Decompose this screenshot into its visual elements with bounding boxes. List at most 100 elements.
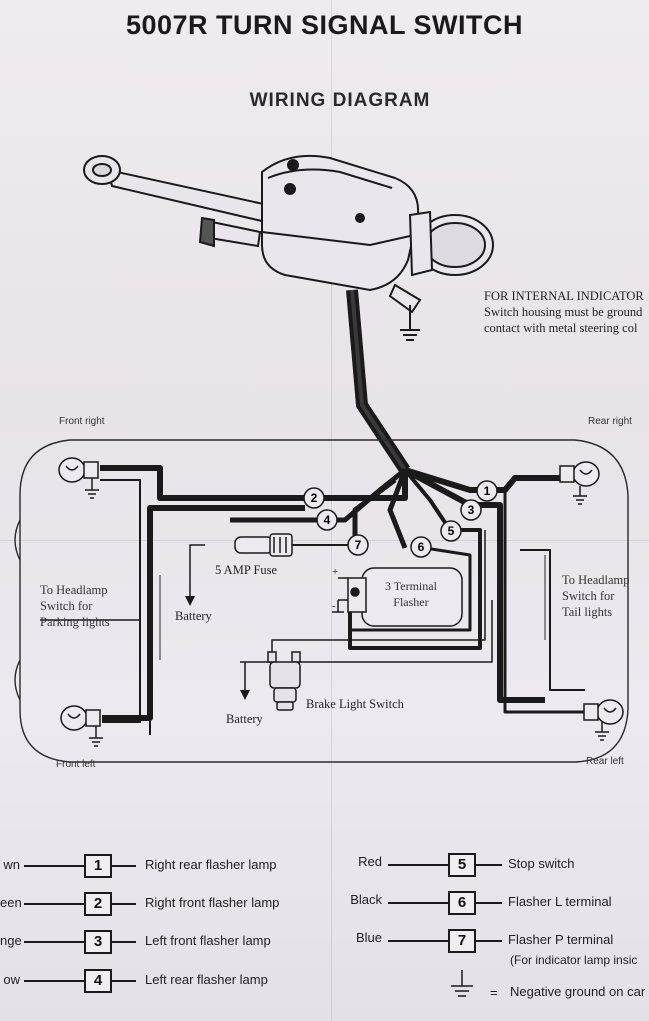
legend-line	[112, 980, 136, 982]
legend-number-box: 3	[84, 930, 112, 954]
headlamp-boxes	[159, 555, 546, 660]
legend-line	[112, 903, 136, 905]
legend-description: Right front flasher lamp	[145, 895, 280, 910]
legend-description: Stop switch	[508, 856, 575, 871]
label-minus: -	[332, 600, 336, 612]
legend-line	[388, 940, 448, 942]
label-rear-left: Rear left	[586, 756, 624, 767]
legend-line	[24, 903, 84, 905]
headlamp-parking-line-3: Parking lights	[40, 615, 110, 629]
switch-lever	[106, 168, 270, 224]
legend-number-box: 7	[448, 929, 476, 953]
label-rear-right: Rear right	[588, 416, 632, 427]
paper-fold-horizontal	[0, 540, 649, 541]
terminal-1-label: 1	[484, 484, 491, 498]
legend-row-7: Blue 7 Flasher P terminal	[0, 929, 649, 953]
legend-number-box: 6	[448, 891, 476, 915]
label-plus: +	[332, 566, 339, 578]
label-front-right: Front right	[59, 416, 105, 427]
label-brake-switch: Brake Light Switch	[306, 697, 404, 711]
legend-wire-color: Black	[350, 892, 382, 907]
legend-line	[24, 865, 84, 867]
terminal-4-label: 4	[324, 513, 331, 527]
terminal-markers: 2 4 7 6 5 3 1	[303, 480, 498, 558]
battery-arrows	[185, 596, 250, 700]
lamp-rear-right	[559, 461, 600, 505]
legend-row-4: ow 4 Left rear flasher lamp	[0, 969, 649, 993]
terminal-7-label: 7	[355, 538, 362, 552]
legend-line	[388, 902, 448, 904]
label-flasher: 3 Terminal Flasher	[385, 578, 437, 610]
legend-row-5: Red 5 Stop switch	[0, 853, 649, 877]
terminal-4: 4	[316, 509, 338, 531]
legend-line	[24, 941, 84, 943]
indicator-note: FOR INTERNAL INDICATOR Switch housing mu…	[484, 288, 644, 336]
flasher-line-1: 3 Terminal	[385, 579, 437, 593]
legend-number-box: 2	[84, 892, 112, 916]
lamp-front-left	[60, 705, 103, 747]
flasher-line-2: Flasher	[393, 595, 429, 609]
label-battery-top: Battery	[175, 609, 212, 623]
label-front-left: Front left	[56, 759, 96, 770]
page-subtitle: WIRING DIAGRAM	[249, 90, 431, 111]
ground-equals: =	[490, 985, 498, 1000]
legend-description: Flasher L terminal	[508, 894, 612, 909]
terminal-3-label: 3	[468, 503, 475, 517]
legend-wire-color: wn	[3, 857, 20, 872]
legend-row-1: wn 1 Right rear flasher lamp	[0, 854, 649, 878]
legend-number-box: 4	[84, 969, 112, 993]
legend-wire-color: nge	[0, 933, 22, 948]
ground-icon	[451, 970, 473, 997]
legend-description: Left front flasher lamp	[145, 933, 271, 948]
legend-line	[476, 902, 502, 904]
legend-wire-color: ow	[3, 972, 20, 987]
terminal-5-label: 5	[448, 524, 455, 538]
legend-number-box: 5	[448, 853, 476, 877]
turn-signal-switch	[83, 154, 494, 341]
wiring	[40, 465, 595, 735]
legend-wire-color: een	[0, 895, 22, 910]
ground-legend-text: Negative ground on car	[510, 984, 646, 999]
legend-line	[476, 940, 502, 942]
terminal-5: 5	[440, 520, 462, 542]
lamp-rear-left	[583, 699, 624, 741]
terminal-3: 3	[460, 499, 482, 521]
legend-row-6: Black 6 Flasher L terminal	[0, 891, 649, 915]
legend-line	[24, 980, 84, 982]
legend-description: Left rear flasher lamp	[145, 972, 268, 987]
indicator-note-line-3: contact with metal steering col	[484, 321, 638, 335]
legend-line	[476, 864, 502, 866]
indicator-note-line-1: FOR INTERNAL INDICATOR	[484, 289, 644, 303]
legend-number-box: 1	[84, 854, 112, 878]
fuse-holder	[234, 533, 293, 557]
terminal-6: 6	[410, 536, 432, 558]
legend-line	[112, 941, 136, 943]
flasher-unit	[338, 567, 463, 627]
label-battery-bottom: Battery	[226, 712, 263, 726]
headlamp-parking-line-2: Switch for	[40, 599, 93, 613]
page-title: 5007R TURN SIGNAL SWITCH	[125, 10, 524, 40]
switch-housing	[261, 154, 420, 292]
headlamp-parking-line-1: To Headlamp	[40, 583, 108, 597]
label-headlamp-parking: To Headlamp Switch for Parking lights	[40, 582, 110, 630]
wire-harness	[346, 289, 411, 474]
headlamp-tail-line-2: Switch for	[562, 589, 615, 603]
car-outline	[14, 439, 629, 763]
brake-switch-body	[267, 651, 301, 711]
label-headlamp-tail: To Headlamp Switch for Tail lights	[562, 572, 630, 620]
legend-description: Flasher P terminal	[508, 932, 614, 947]
legend-sub-note: (For indicator lamp insic	[510, 953, 638, 967]
legend-wire-color: Red	[358, 854, 382, 869]
legend-line	[388, 864, 448, 866]
flasher-ground	[332, 600, 344, 613]
legend-row-3: nge 3 Left front flasher lamp	[0, 930, 649, 954]
legend-line	[112, 865, 136, 867]
legend-description: Right rear flasher lamp	[145, 857, 277, 872]
legend-wire-color: Blue	[355, 930, 382, 945]
terminal-2-label: 2	[311, 491, 318, 505]
terminal-2: 2	[303, 487, 325, 509]
terminal-7: 7	[347, 534, 369, 556]
headlamp-tail-line-3: Tail lights	[562, 605, 613, 619]
indicator-note-line-2: Switch housing must be ground	[484, 305, 643, 319]
